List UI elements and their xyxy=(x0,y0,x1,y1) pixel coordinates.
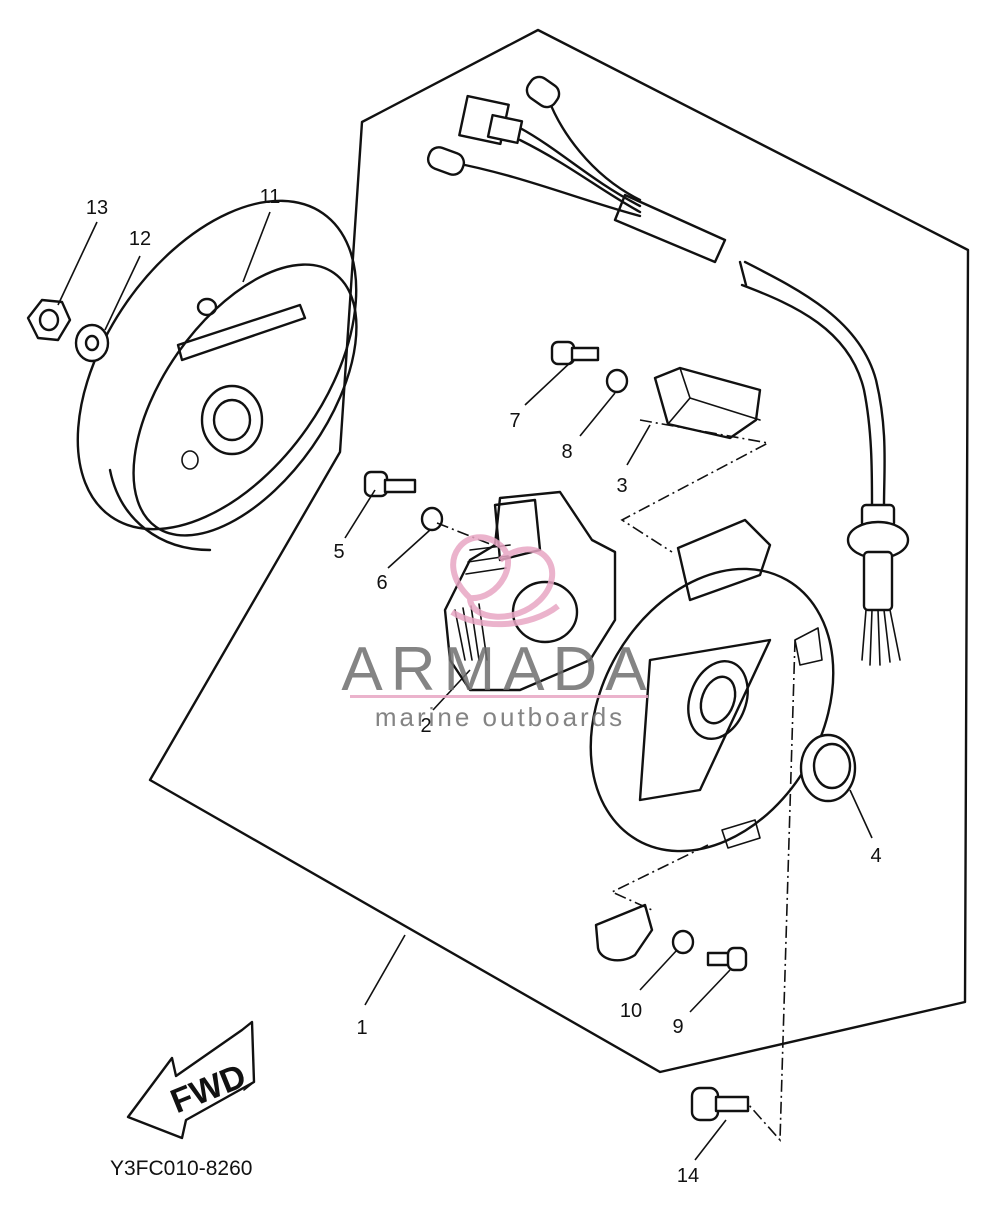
wire-harness xyxy=(426,75,910,666)
watermark-logo-mark xyxy=(450,534,560,628)
part-number-12: 12 xyxy=(129,228,151,250)
part-number-9: 9 xyxy=(672,1016,683,1038)
fwd-arrow: FWD xyxy=(126,1020,256,1140)
clamp-screw xyxy=(706,946,748,972)
pulser-lockwasher xyxy=(605,368,629,394)
oil-seal xyxy=(799,733,857,803)
part-number-11: 11 xyxy=(260,186,281,208)
clamp xyxy=(594,903,654,962)
stator-lockwasher xyxy=(420,506,444,532)
armada-watermark: ARMADA marine outboards xyxy=(341,534,654,732)
part-number-7: 7 xyxy=(509,410,520,432)
part-number-3: 3 xyxy=(616,475,627,497)
watermark-tagline: marine outboards xyxy=(375,702,625,732)
drawing-code: Y3FC010-8260 xyxy=(110,1157,252,1180)
assembly-outline xyxy=(148,28,970,1074)
base-screw xyxy=(690,1086,750,1122)
part-number-8: 8 xyxy=(561,441,572,463)
part-number-14: 14 xyxy=(677,1165,699,1187)
flywheel-nut xyxy=(26,298,72,342)
stator-coil xyxy=(443,490,617,692)
part-number-4: 4 xyxy=(870,845,881,867)
part-number-1: 1 xyxy=(356,1017,367,1039)
part-number-labels: 13 12 11 7 8 3 5 6 2 4 1 10 9 14 xyxy=(86,186,882,1187)
part-number-13: 13 xyxy=(86,197,108,219)
pulser-screw xyxy=(550,340,600,366)
part-number-2: 2 xyxy=(420,715,431,737)
clamp-lockwasher xyxy=(671,929,695,955)
alignment-lines xyxy=(436,419,796,1143)
watermark-rule xyxy=(350,695,648,698)
watermark-brand: ARMADA xyxy=(341,635,654,704)
stator-screw xyxy=(363,470,417,498)
leader-lines xyxy=(57,211,873,1161)
part-number-5: 5 xyxy=(333,541,344,563)
flywheel xyxy=(76,199,358,552)
part-number-6: 6 xyxy=(376,572,387,594)
flywheel-washer xyxy=(74,323,110,363)
pulser-coil xyxy=(653,366,762,440)
part-number-10: 10 xyxy=(620,1000,642,1022)
